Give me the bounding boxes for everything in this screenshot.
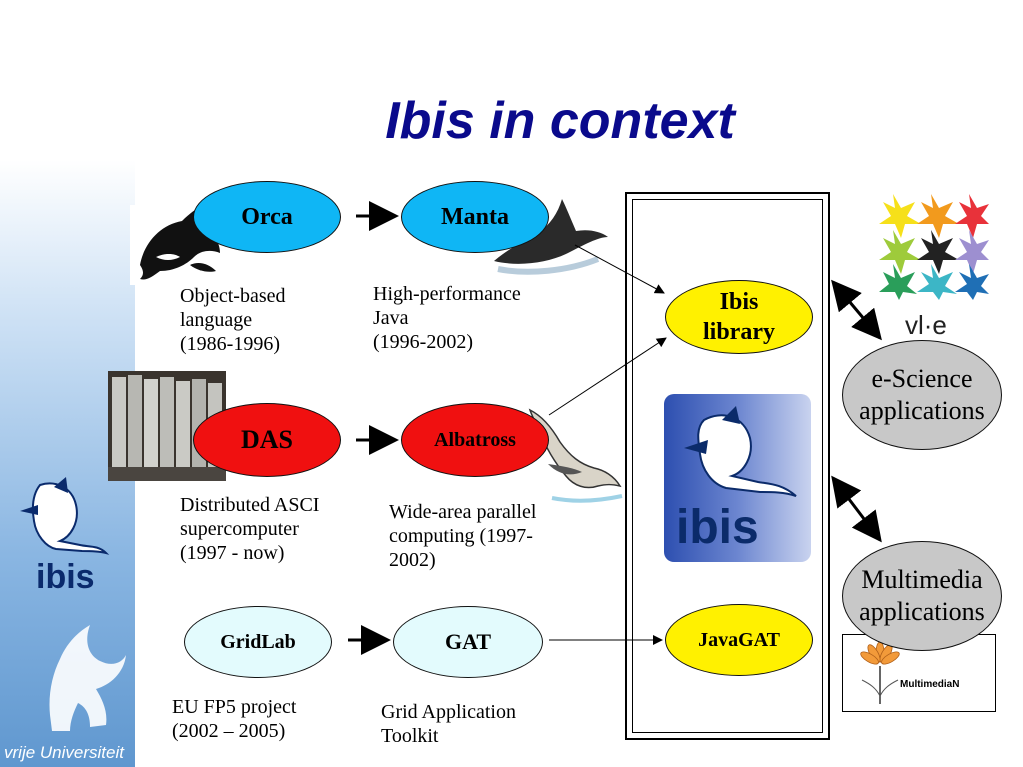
orca-desc-line3: (1986-1996) — [180, 333, 280, 355]
vle-star-logo — [879, 194, 989, 300]
ibis-library-node: Ibis library — [665, 280, 813, 354]
gat-description: Grid Application Toolkit — [381, 700, 516, 748]
manta-description: High-performance Java (1996-2002) — [373, 282, 521, 354]
das-desc-line1: Distributed ASCI — [180, 494, 320, 516]
sidebar-ibis-text: ibis — [36, 558, 95, 596]
gridlab-node: GridLab — [184, 606, 332, 678]
ibis-bird-big-icon — [684, 406, 797, 497]
multimedia-node: Multimedia applications — [842, 541, 1002, 651]
escience-node: e-Science applications — [842, 340, 1002, 450]
ibis-bird-logo — [20, 477, 110, 555]
gat-desc-line2: Toolkit — [381, 725, 439, 747]
albatross-description: Wide-area parallel computing (1997- 2002… — [389, 500, 536, 572]
gat-desc-line1: Grid Application — [381, 701, 516, 723]
ibis-library-line1: Ibis — [719, 289, 759, 315]
vle-logo-text: vl·e — [905, 310, 947, 340]
escience-line1: e-Science — [871, 364, 973, 393]
orca-description: Object-based language (1986-1996) — [180, 284, 286, 356]
gridlab-description: EU FP5 project (2002 – 2005) — [172, 695, 296, 743]
orca-desc-line1: Object-based — [180, 285, 286, 307]
javagat-node: JavaGAT — [665, 604, 813, 676]
gat-node: GAT — [393, 606, 543, 678]
gridlab-desc-line2: (2002 – 2005) — [172, 720, 286, 742]
multimedian-flower-logo — [860, 641, 900, 704]
ibis-frame-outer — [625, 192, 830, 740]
escience-line2: applications — [859, 396, 985, 425]
albatross-desc-line3: 2002) — [389, 549, 436, 571]
manta-node: Manta — [401, 181, 549, 253]
manta-desc-line3: (1996-2002) — [373, 331, 473, 353]
manta-desc-line1: High-performance — [373, 283, 521, 305]
ibis-library-line2: library — [703, 319, 775, 345]
manta-desc-line2: Java — [373, 307, 409, 329]
albatross-desc-line2: computing (1997- — [389, 525, 533, 547]
ibis-multimedia-arrow — [831, 475, 882, 543]
gridlab-desc-line1: EU FP5 project — [172, 696, 297, 718]
multimedian-logo-text: MultimediaN — [900, 679, 960, 690]
das-node: DAS — [193, 403, 341, 477]
ibis-big-logo-text: ibis — [676, 501, 759, 554]
multimedia-line2: applications — [859, 597, 985, 626]
multimedia-line1: Multimedia — [861, 565, 983, 594]
orca-node: Orca — [193, 181, 341, 253]
das-desc-line3: (1997 - now) — [180, 542, 285, 564]
vu-logo-text: vrije Universiteit — [4, 743, 124, 762]
albatross-node: Albatross — [401, 403, 549, 477]
orca-desc-line2: language — [180, 309, 253, 331]
albatross-desc-line1: Wide-area parallel — [389, 501, 537, 523]
ibis-frame-inner — [632, 199, 823, 733]
das-description: Distributed ASCI supercomputer (1997 - n… — [180, 493, 319, 565]
das-desc-line2: supercomputer — [180, 518, 299, 540]
slide-title: Ibis in context — [385, 92, 735, 150]
vu-griffin-logo — [49, 625, 126, 731]
